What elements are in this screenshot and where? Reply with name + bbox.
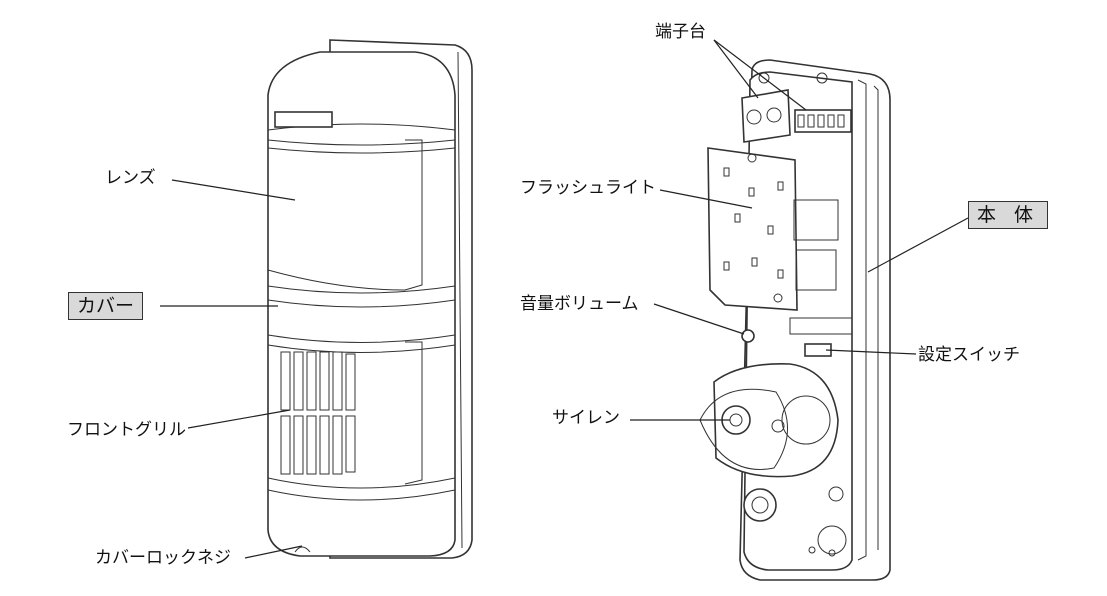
- siren-label: サイレン: [552, 408, 620, 428]
- leader-lines: [160, 39, 969, 559]
- volume-label: 音量ボリューム: [520, 294, 639, 314]
- left-device: [267, 39, 473, 559]
- right-device: [699, 59, 891, 581]
- terminal-block-label: 端子台: [655, 22, 706, 42]
- cover-label: カバー: [68, 292, 144, 320]
- flash-light-label: フラッシュライト: [520, 178, 656, 198]
- lens-label: レンズ: [105, 168, 156, 188]
- flash-light-graphic: [707, 147, 839, 311]
- setting-switch-label: 設定スイッチ: [918, 345, 1020, 365]
- main-body-label: 本 体: [968, 201, 1049, 229]
- terminal-block-graphic: [741, 89, 852, 143]
- front-grill-slots: [280, 351, 356, 475]
- cover-lock-screw-label: カバーロックネジ: [95, 548, 231, 568]
- front-grill-label: フロントグリル: [67, 420, 186, 440]
